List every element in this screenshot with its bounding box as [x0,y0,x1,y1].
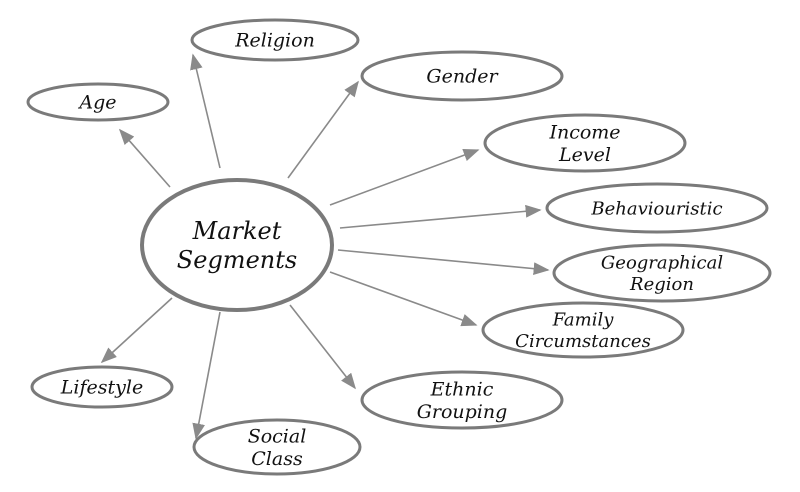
segment-income-level-label: Level [558,144,611,166]
segment-lifestyle-label: Lifestyle [60,377,143,399]
segment-ethnic-grouping-ellipse [360,370,564,430]
segment-lifestyle-ellipse [30,365,174,409]
segment-geographical-region-label: Geographical [601,253,723,274]
center-market-segments-ellipse [140,178,334,312]
segment-income-level-label: Income [548,121,620,143]
segment-age-ellipse [26,82,170,122]
arrow-to-gender [287,80,359,179]
arrow-to-geographical-region [337,249,550,276]
segment-behaviouristic: Behaviouristic [545,182,769,234]
segment-religion: Religion [190,18,360,62]
segment-religion-ellipse [190,18,360,62]
segment-family-circumstances-ellipse [481,301,685,359]
segment-age: Age [26,82,170,122]
segment-social-class-label: Class [251,448,303,470]
segment-behaviouristic-ellipse [545,182,769,234]
arrow-to-social-class [192,311,221,440]
segment-gender: Gender [360,50,564,102]
segment-income-level-ellipse [483,113,687,173]
segment-social-class-ellipse [192,418,362,476]
segment-social-class-label: Social [248,425,307,447]
segment-family-circumstances-label: Family [552,310,615,331]
arrow-to-family-circumstances [329,271,478,327]
arrows [100,53,550,440]
arrow-to-income-level [329,149,480,206]
segment-gender-label: Gender [426,66,499,88]
arrow-to-religion [190,53,221,169]
segment-ethnic-grouping-label: Ethnic [430,378,494,400]
segment-geographical-region-label: Region [629,274,694,295]
arrow-to-age [118,128,171,188]
center-market-segments-label: Segments [177,246,297,274]
segment-gender-ellipse [360,50,564,102]
segment-age-label: Age [77,92,116,114]
segment-geographical-region-ellipse [552,243,772,303]
segment-behaviouristic-label: Behaviouristic [590,198,722,219]
segment-family-circumstances-label: Circumstances [515,331,651,352]
segment-ethnic-grouping-label: Grouping [417,401,508,423]
arrow-to-behaviouristic [339,204,542,229]
segment-religion-label: Religion [234,30,315,52]
arrow-to-lifestyle [100,297,173,364]
segment-lifestyle: Lifestyle [30,365,174,409]
center-market-segments-label: Market [192,217,282,245]
arrow-to-ethnic-grouping [289,304,356,390]
